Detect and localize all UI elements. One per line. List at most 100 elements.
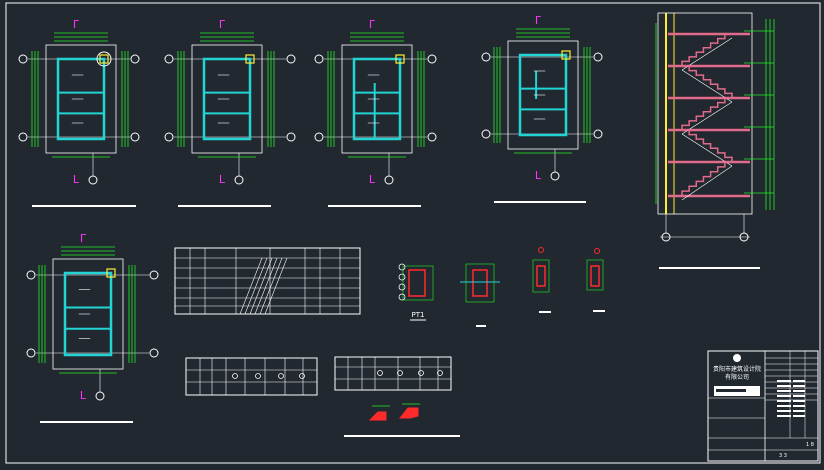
pt1-column-detail[interactable]: PT1 xyxy=(398,263,434,321)
plan-outline xyxy=(45,44,117,154)
floor-plan-4[interactable]: ΓL xyxy=(481,14,603,203)
table-hatch xyxy=(264,257,288,315)
section-mark-bottom: L xyxy=(535,169,542,182)
column-marker xyxy=(245,54,255,64)
title-block-entry xyxy=(777,395,791,397)
table-symbol xyxy=(397,370,403,376)
dimension-box xyxy=(402,265,434,301)
column-marker xyxy=(106,268,116,278)
title-block-entry xyxy=(777,415,791,417)
detail-callout xyxy=(96,51,112,67)
title-block-entry xyxy=(777,405,791,407)
title-block-entry xyxy=(777,380,791,382)
column-detail-4[interactable] xyxy=(586,248,605,312)
section-mark-bottom: L xyxy=(73,173,80,186)
axis-bubble xyxy=(427,54,437,64)
column-section xyxy=(472,269,488,297)
plan-outline xyxy=(191,44,263,154)
wall-outline xyxy=(56,57,106,141)
callout-bubble xyxy=(398,263,406,271)
axis-bubble xyxy=(149,348,159,358)
table-frame xyxy=(174,247,361,315)
detail-table-2[interactable] xyxy=(334,356,452,391)
axis-bubble xyxy=(481,52,491,62)
axis-bubble xyxy=(95,391,105,401)
stair-flight xyxy=(681,97,732,130)
table-symbol xyxy=(255,373,261,379)
column-marker xyxy=(99,54,109,64)
section-mark-bottom: L xyxy=(80,389,87,402)
axis-bubble xyxy=(593,129,603,139)
company-name-line1: 贵阳市建筑设计院 xyxy=(713,365,761,373)
table-symbol xyxy=(232,373,238,379)
axis-bubble xyxy=(149,270,159,280)
title-block-entry xyxy=(777,400,791,402)
column-marker xyxy=(561,50,571,60)
section-mark-top: Γ xyxy=(369,18,376,31)
column-section xyxy=(408,269,426,297)
section-mark-top: Γ xyxy=(73,18,80,31)
table-hatch xyxy=(239,257,263,315)
plan-outline xyxy=(341,44,413,154)
section-mark-top: Γ xyxy=(219,18,226,31)
axis-bubble xyxy=(88,175,98,185)
title-block-entry xyxy=(777,385,791,387)
column-detail-3[interactable] xyxy=(532,247,551,313)
table-symbol xyxy=(418,370,424,376)
axis-bubble xyxy=(130,54,140,64)
callout-bubble xyxy=(398,293,406,301)
axis-bubble xyxy=(314,132,324,142)
title-block-entry xyxy=(793,415,805,417)
axis-bubble xyxy=(26,270,36,280)
axis-bubble xyxy=(130,132,140,142)
axis-bubble xyxy=(481,129,491,139)
company-name-line2: 有限公司 xyxy=(725,373,749,381)
section-outline xyxy=(657,12,753,215)
step-section xyxy=(398,407,419,419)
reinforcement-schedule-table[interactable] xyxy=(174,247,361,315)
sheet-number: 1 8 xyxy=(806,442,814,448)
table-hatch xyxy=(259,257,283,315)
stair-flight xyxy=(681,33,732,66)
dimension-box xyxy=(586,259,604,291)
floor-plan-1[interactable]: ΓL xyxy=(18,18,140,207)
title-block-entry xyxy=(777,410,791,412)
title-block-entry xyxy=(777,390,791,392)
stair-soffit xyxy=(681,133,733,167)
axis-bubble xyxy=(550,171,560,181)
stair-flight xyxy=(682,65,733,98)
floor-plan-3[interactable]: ΓL xyxy=(314,18,437,207)
stair-soffit xyxy=(681,165,733,201)
table-symbol xyxy=(437,370,443,376)
axis-bubble xyxy=(234,175,244,185)
floor-plan-2[interactable]: ΓL xyxy=(164,18,296,207)
stair-flight xyxy=(682,129,733,162)
table-hatch xyxy=(254,257,278,315)
stair-soffit xyxy=(681,101,733,135)
axis-bubble xyxy=(593,52,603,62)
floor-plan-5[interactable]: ΓL xyxy=(26,232,159,423)
title-block-entry xyxy=(793,400,805,402)
callout-bubble xyxy=(398,273,406,281)
table-symbol xyxy=(278,373,284,379)
axis-bubble xyxy=(427,132,437,142)
stair-section-elevation[interactable] xyxy=(655,12,775,269)
axis-bubble xyxy=(18,54,28,64)
page-number: 3 3 xyxy=(779,453,787,459)
beam-column-detail[interactable] xyxy=(460,263,500,327)
company-logo-icon xyxy=(733,354,741,362)
table-frame xyxy=(334,356,452,391)
axis-bubble xyxy=(384,175,394,185)
callout-bubble xyxy=(538,247,544,253)
title-block[interactable]: 贵阳市建筑设计院 有限公司 1 8 3 3 xyxy=(707,350,819,462)
title-block-entry xyxy=(793,405,805,407)
title-block-entry xyxy=(793,395,805,397)
step-detail[interactable] xyxy=(368,403,420,421)
detail-table-1[interactable] xyxy=(185,357,318,396)
title-block-entry xyxy=(793,390,805,392)
stair-soffit xyxy=(681,37,733,71)
wall-outline xyxy=(63,271,113,357)
callout-bubble xyxy=(594,248,600,254)
